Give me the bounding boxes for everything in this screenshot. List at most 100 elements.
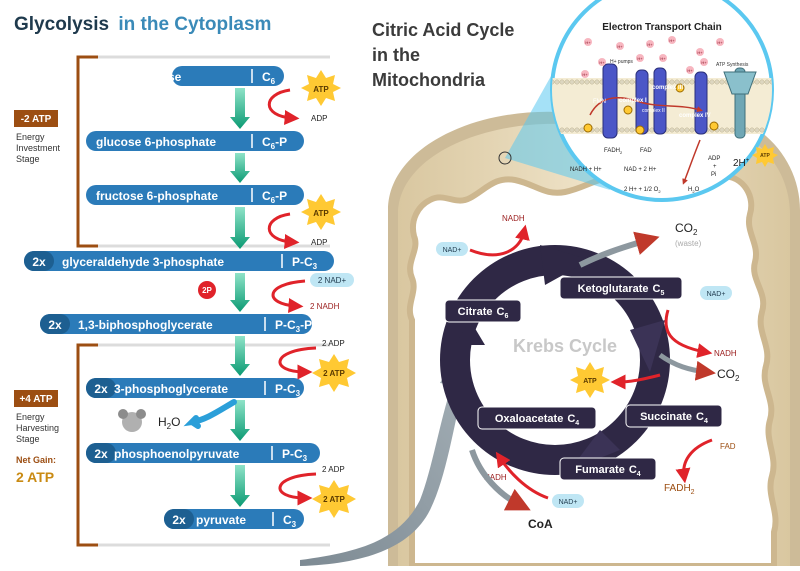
red-arrow-k1 xyxy=(469,224,530,257)
membrane-bead xyxy=(669,127,675,133)
atp-burst-1 xyxy=(301,70,341,106)
step-pill xyxy=(86,131,304,151)
etc-fad-label: FAD xyxy=(640,148,652,154)
step-formula: C6-P xyxy=(262,135,287,151)
co2-label-1: CO2 xyxy=(675,221,698,237)
water-label: H2O xyxy=(158,415,180,431)
membrane-bead xyxy=(754,79,760,85)
atp-burst-k xyxy=(570,362,610,398)
membrane-bead xyxy=(775,80,779,84)
step-formula: C6 xyxy=(262,70,276,86)
step-formula: P-C3 xyxy=(292,255,318,271)
complex3-body xyxy=(653,67,667,135)
proton-label: H+ xyxy=(669,38,675,43)
etc-water-eq: H2O xyxy=(688,187,700,194)
etc-inset-content: H+H+H+H+H+H+H+H+H+H+H+H+ xyxy=(552,36,779,185)
membrane-bead xyxy=(629,79,635,85)
two-atp-label-2: 2 ATP xyxy=(323,495,345,504)
nadh-label-1: NADH xyxy=(502,214,525,223)
citrate-box xyxy=(444,299,522,323)
proton-dot xyxy=(598,58,606,66)
atp-synth-carrier xyxy=(709,121,719,131)
membrane-bead xyxy=(574,127,580,133)
red-arrow-k5 xyxy=(495,451,549,500)
etc-2h-label: 2H+ xyxy=(733,158,750,169)
two-adp-label-1: 2 ADP xyxy=(322,339,345,348)
proton-dot xyxy=(686,66,694,74)
two-atp-label-1: 2 ATP xyxy=(323,369,345,378)
succinate-reaction: FAD FADH2 xyxy=(664,438,736,496)
co2-label-2: CO2 xyxy=(717,367,740,383)
glycolysis-arrows xyxy=(230,88,250,507)
grey-arrow-coa xyxy=(469,449,531,511)
membrane-bead xyxy=(559,79,565,85)
proton-dot xyxy=(659,54,667,62)
net-gain-label: Net Gain: xyxy=(16,455,56,465)
step3-atp-consume: ATP ADP xyxy=(267,194,341,249)
membrane-bead xyxy=(714,79,720,85)
step-multiplier-box xyxy=(86,378,116,398)
investment-label-3: Stage xyxy=(16,154,40,164)
etc-oxygen-eq: 2 H+ + 1/2 O2 xyxy=(624,187,661,194)
etc-complex3-label: complex III xyxy=(652,85,683,91)
glycolysis-step-arrow xyxy=(230,207,250,249)
membrane-bead xyxy=(684,127,690,133)
step-name: glucose 6-phosphate xyxy=(96,135,216,149)
investment-label-2: Investment xyxy=(16,143,61,153)
etc-pi-label: Pi xyxy=(711,172,716,178)
step-name: fructose 6-phosphate xyxy=(96,189,218,203)
membrane-bead xyxy=(764,79,770,85)
malate-reaction: NAD+ NADH xyxy=(484,451,584,508)
membrane-bead xyxy=(554,79,560,85)
investment-bracket xyxy=(76,55,98,248)
etc-fmn-label: FMN xyxy=(593,99,606,105)
step-pill xyxy=(86,378,304,398)
membrane-bead xyxy=(584,79,590,85)
step-multiplier: 2x xyxy=(48,318,62,332)
red-arrow-3 xyxy=(271,279,306,314)
proton-label: H+ xyxy=(585,40,591,45)
membrane-bead xyxy=(769,127,772,133)
co2-waste-label: (waste) xyxy=(675,239,702,248)
membrane-bead xyxy=(775,128,779,132)
proton-label: H+ xyxy=(647,42,653,47)
membrane-bead xyxy=(564,79,570,85)
proton-label: H+ xyxy=(687,68,693,73)
step-pill xyxy=(172,66,284,86)
adp-label-2: ADP xyxy=(311,238,327,247)
glycolysis-step-arrow xyxy=(230,88,250,129)
citrate-reaction: NAD+ NADH CO2 (waste) xyxy=(436,214,702,268)
nadh-label: 2 NADH xyxy=(310,302,340,311)
etc-atp-label: ATP xyxy=(760,153,770,159)
membrane-bead xyxy=(684,79,690,85)
fad-label: FAD xyxy=(720,442,736,451)
citric-title-1: Citric Acid Cycle xyxy=(372,20,514,40)
proton-label: H+ xyxy=(660,56,666,61)
etc-complex2-label: complex II xyxy=(642,108,665,114)
water-molecule-h2 xyxy=(136,409,146,419)
red-arrow-5 xyxy=(278,472,317,506)
proton-dot xyxy=(700,58,708,66)
etc-nad-eq: NAD + 2 H+ xyxy=(624,167,657,173)
q-carrier xyxy=(623,105,633,115)
coa-label: CoA xyxy=(528,517,553,531)
step-formula: P-C3-P xyxy=(275,318,312,334)
atp-label-1: ATP xyxy=(313,85,329,94)
step-multiplier-box xyxy=(86,443,116,463)
succinate-box xyxy=(625,404,723,428)
membrane-bead xyxy=(569,127,575,133)
red-arrow-1 xyxy=(267,88,300,125)
etc-zoom-source xyxy=(498,151,512,165)
membrane-bead xyxy=(719,127,725,133)
step-pill xyxy=(164,509,304,529)
fadh-label: FADH2 xyxy=(664,483,695,496)
step-formula: C6-P xyxy=(262,189,287,205)
atp-burst-2 xyxy=(301,194,341,230)
succinyl-atp-reaction: ATP xyxy=(570,362,661,398)
